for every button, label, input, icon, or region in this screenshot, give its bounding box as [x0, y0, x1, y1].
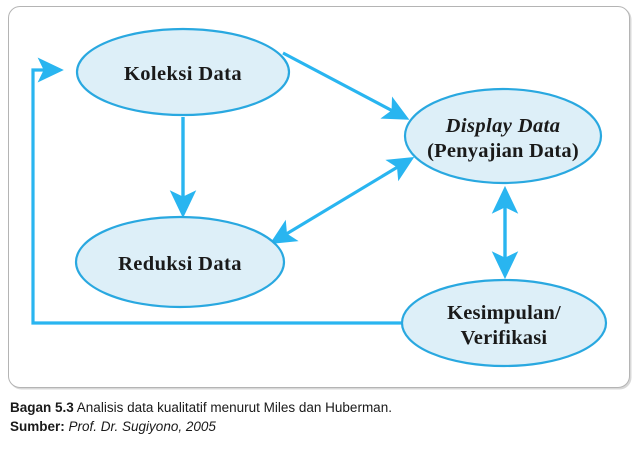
node-display-data-label-line2: (Penyajian Data): [427, 140, 579, 162]
edges-layer: [31, 51, 519, 325]
caption-line-1: Bagan 5.3 Analisis data kualitatif menur…: [10, 398, 630, 417]
edge-reduksi-display-bidirectional: [269, 157, 415, 244]
node-display-data-label-line1: Display Data: [445, 115, 561, 137]
caption-source-label: Sumber:: [10, 419, 65, 434]
node-reduksi-data-label: Reduksi Data: [118, 253, 242, 275]
node-display-data-shape: [403, 87, 603, 185]
node-koleksi-data-label: Koleksi Data: [124, 63, 242, 85]
node-reduksi-data-shape: [74, 215, 286, 309]
node-koleksi-data-shape: [75, 27, 291, 117]
edge-koleksi-to-display: [282, 51, 410, 120]
node-kesimpulan-verifikasi[interactable]: Kesimpulan/ Verifikasi: [400, 278, 608, 368]
caption-figure-number: Bagan 5.3: [10, 400, 74, 415]
node-reduksi-data[interactable]: Reduksi Data: [74, 215, 286, 309]
figure-caption: Bagan 5.3 Analisis data kualitatif menur…: [10, 398, 630, 436]
diagram-canvas: Koleksi Data Display Data (Penyajian Dat…: [31, 27, 608, 368]
node-kesimpulan-verifikasi-label-line2: Verifikasi: [461, 327, 548, 349]
edge-kesimpulan-to-koleksi: [31, 57, 402, 325]
node-kesimpulan-verifikasi-shape: [400, 278, 608, 368]
node-koleksi-data[interactable]: Koleksi Data: [75, 27, 291, 117]
caption-line-2: Sumber: Prof. Dr. Sugiyono, 2005: [10, 417, 630, 436]
caption-figure-text: Analisis data kualitatif menurut Miles d…: [76, 400, 392, 415]
nodes-layer: Koleksi Data Display Data (Penyajian Dat…: [74, 27, 608, 368]
caption-source-value: Prof. Dr. Sugiyono, 2005: [68, 419, 216, 434]
node-display-data[interactable]: Display Data (Penyajian Data): [403, 87, 603, 185]
node-kesimpulan-verifikasi-label-line1: Kesimpulan/: [447, 302, 561, 324]
